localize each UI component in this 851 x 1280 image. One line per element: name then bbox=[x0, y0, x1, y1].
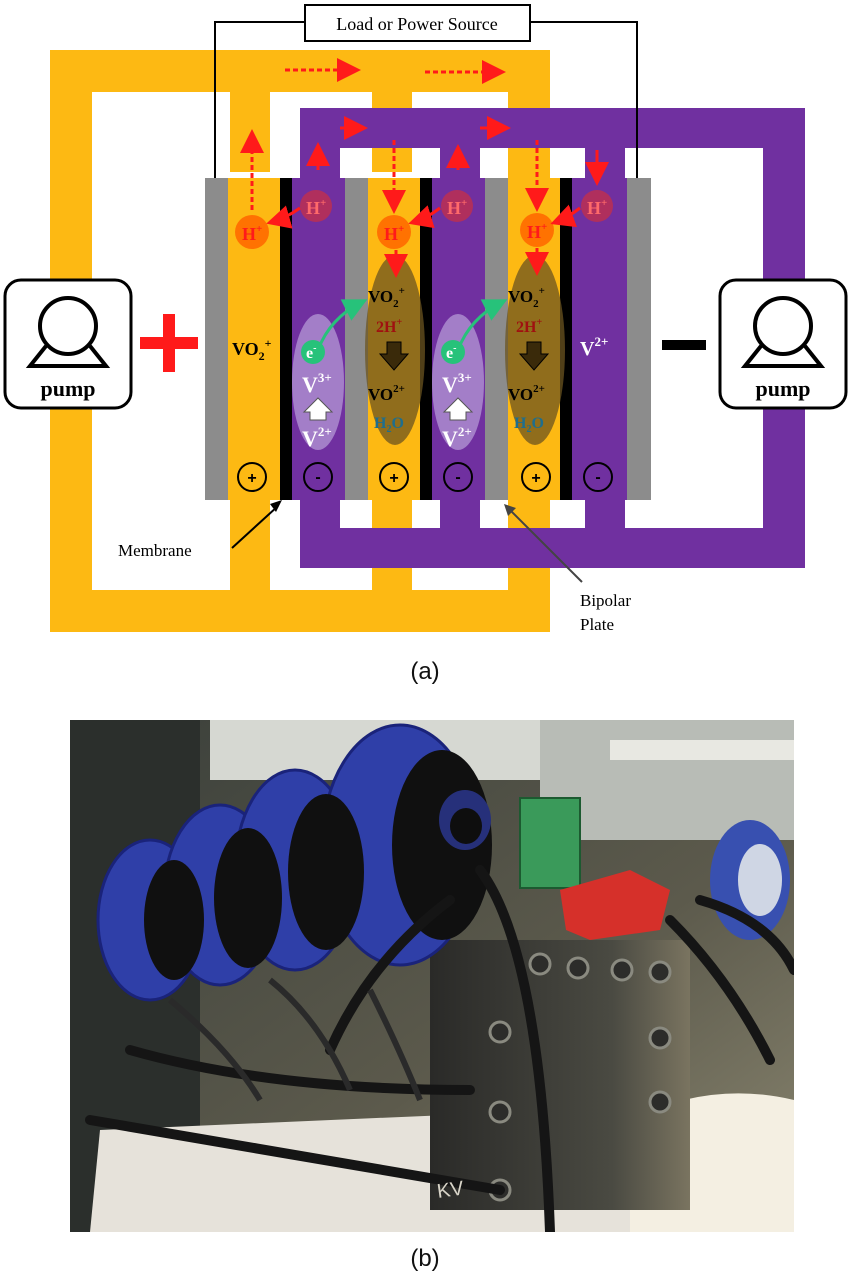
svg-text:H2O: H2O bbox=[514, 415, 544, 435]
svg-text:H+: H+ bbox=[447, 197, 467, 218]
negative-reaction-arrows bbox=[302, 397, 474, 421]
svg-text:H2O: H2O bbox=[374, 415, 404, 435]
positive-terminal-sign bbox=[140, 314, 198, 372]
svg-text:2H+: 2H+ bbox=[376, 317, 402, 336]
pump-right-label: pump bbox=[755, 376, 810, 401]
svg-text:H+: H+ bbox=[384, 223, 404, 244]
svg-text:-: - bbox=[315, 469, 320, 486]
bipolar-plate-pointer bbox=[507, 507, 583, 583]
positive-electrolyte-label: VO2+ bbox=[232, 336, 272, 363]
svg-text:e-: e- bbox=[306, 343, 316, 362]
svg-text:V2+: V2+ bbox=[302, 424, 332, 451]
photo-marking: KV bbox=[436, 1177, 466, 1203]
external-circuit bbox=[214, 21, 638, 180]
electrode-signs bbox=[237, 462, 613, 492]
svg-text:H+: H+ bbox=[527, 221, 547, 242]
membrane-label: Membrane bbox=[118, 541, 192, 560]
flow-battery-diagram: Load or Power Source pump pump bbox=[3, 4, 848, 634]
negative-reactions: V3+ V2+ V3+ V2+ bbox=[302, 370, 472, 451]
flow-battery-photo: KV bbox=[70, 720, 794, 1232]
svg-text:+: + bbox=[247, 470, 256, 487]
load-label: Load or Power Source bbox=[336, 14, 497, 34]
svg-text:VO2+: VO2+ bbox=[508, 383, 545, 404]
svg-text:+: + bbox=[531, 470, 540, 487]
svg-text:-: - bbox=[455, 469, 460, 486]
pump-right: pump bbox=[718, 278, 848, 410]
negative-electrolyte-label: V2+ bbox=[580, 334, 608, 360]
svg-text:V3+: V3+ bbox=[302, 370, 332, 397]
membrane-pointer bbox=[231, 505, 279, 549]
svg-text:VO2+: VO2+ bbox=[368, 383, 405, 404]
negative-terminal-sign bbox=[662, 340, 706, 350]
svg-text:2H+: 2H+ bbox=[516, 317, 542, 336]
svg-text:VO2+: VO2+ bbox=[368, 285, 405, 310]
svg-text:-: - bbox=[595, 469, 600, 486]
svg-text:H+: H+ bbox=[306, 197, 326, 218]
proton-markers: H+ H+ H+ H+ H+ H+ bbox=[235, 190, 613, 249]
svg-text:H+: H+ bbox=[587, 197, 607, 218]
caption-a: (a) bbox=[410, 658, 440, 685]
flow-arrows bbox=[240, 58, 609, 278]
electrode-sign-text: + - + - + - bbox=[247, 469, 600, 487]
positive-reactions: VO2+ 2H+ VO2+ H2O VO2+ 2H+ VO2+ H2O bbox=[368, 285, 545, 435]
bipolar-plate-label-2: Plate bbox=[580, 615, 614, 634]
svg-text:e-: e- bbox=[446, 343, 456, 362]
svg-text:V3+: V3+ bbox=[442, 370, 472, 397]
pump-left-label: pump bbox=[40, 376, 95, 401]
svg-text:+: + bbox=[389, 470, 398, 487]
electron-markers: e- e- bbox=[301, 340, 465, 364]
pump-left: pump bbox=[3, 278, 133, 410]
caption-b: (b) bbox=[410, 1245, 440, 1272]
bipolar-plate-label-1: Bipolar bbox=[580, 591, 631, 610]
svg-text:VO2+: VO2+ bbox=[508, 285, 545, 310]
positive-reaction-arrows bbox=[378, 341, 550, 371]
svg-text:H+: H+ bbox=[242, 223, 262, 244]
load-box bbox=[304, 4, 531, 42]
svg-text:V2+: V2+ bbox=[442, 424, 472, 451]
